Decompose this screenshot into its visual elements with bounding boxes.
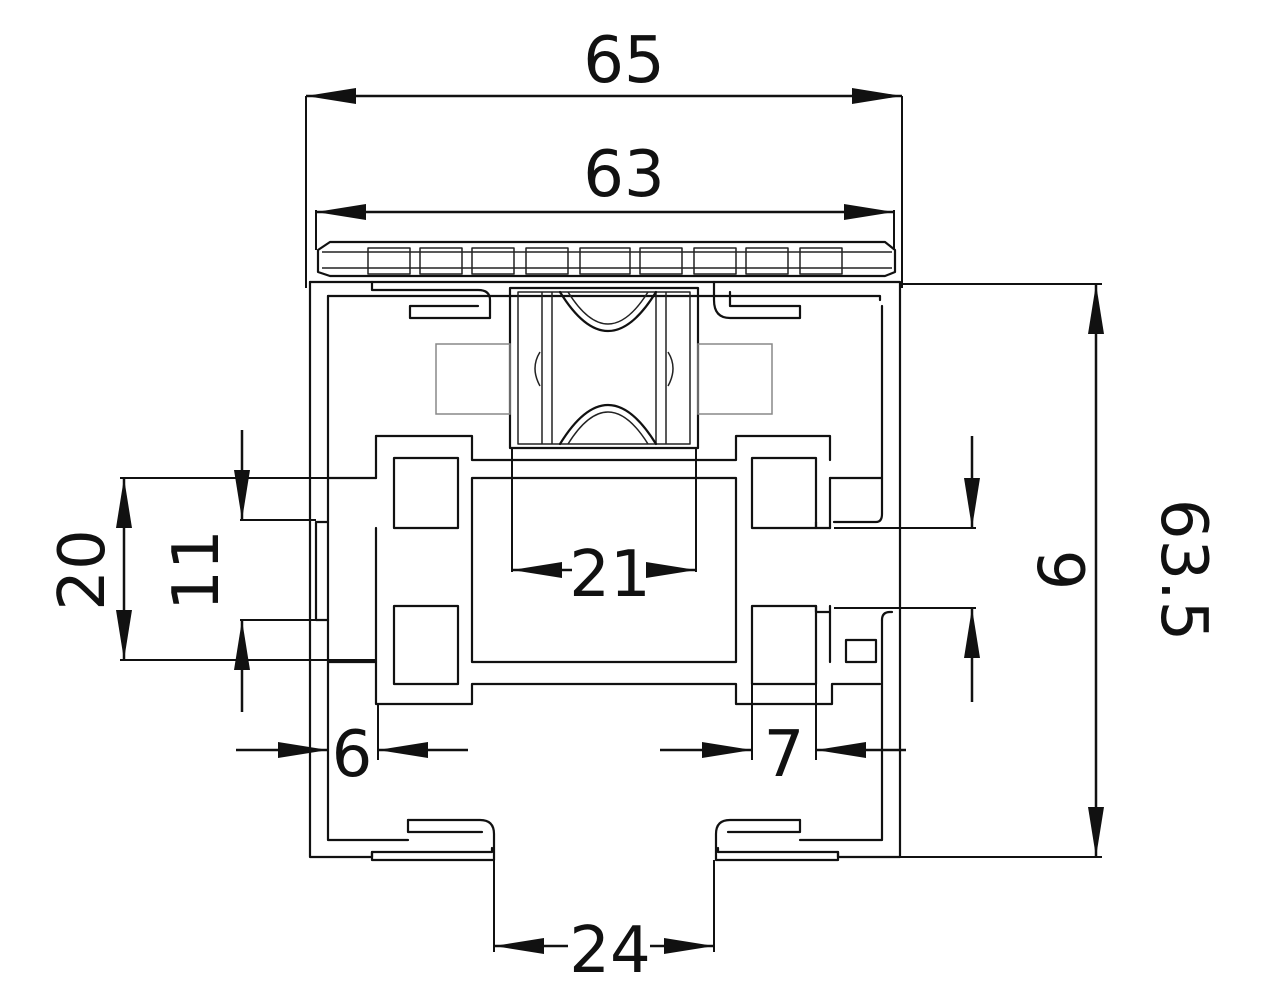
label-bottom-opening: 24 [569, 914, 650, 988]
dim-left-wall: 6 [236, 662, 468, 792]
bottom-hooks [370, 818, 840, 862]
dim-bottom-opening: 24 [493, 860, 715, 988]
dim-left-slot-outer: 20 [46, 477, 376, 661]
dim-left-slot-inner: 11 [160, 430, 316, 712]
label-left-wall: 6 [332, 718, 373, 792]
label-left-slot-outer: 20 [46, 529, 120, 610]
side-blocks [435, 343, 773, 415]
label-center-channel: 21 [569, 538, 650, 612]
label-right-wall: 7 [764, 718, 805, 792]
center-chamber [374, 434, 882, 706]
dim-right-wall: 7 [660, 684, 906, 792]
dim-overall-width: 65 [305, 24, 903, 288]
roller-insert [508, 286, 700, 450]
top-hooks [370, 280, 802, 320]
label-left-slot-inner: 11 [160, 529, 234, 610]
left-slot [314, 476, 378, 664]
right-slot [814, 476, 894, 664]
dim-overall-height: 63.5 [900, 283, 1220, 858]
dim-cap-width: 63 [315, 138, 895, 250]
dimension-lines: 65 63 63.5 20 [46, 24, 1220, 988]
dim-right-slot: 9 [834, 436, 1096, 702]
top-cap [316, 240, 897, 278]
aluminium-profile [308, 240, 902, 862]
label-right-slot: 9 [1022, 550, 1096, 591]
label-overall-height: 63.5 [1146, 499, 1220, 642]
label-overall-width: 65 [583, 24, 664, 98]
label-cap-width: 63 [583, 138, 664, 212]
dim-center-channel: 21 [511, 448, 697, 612]
